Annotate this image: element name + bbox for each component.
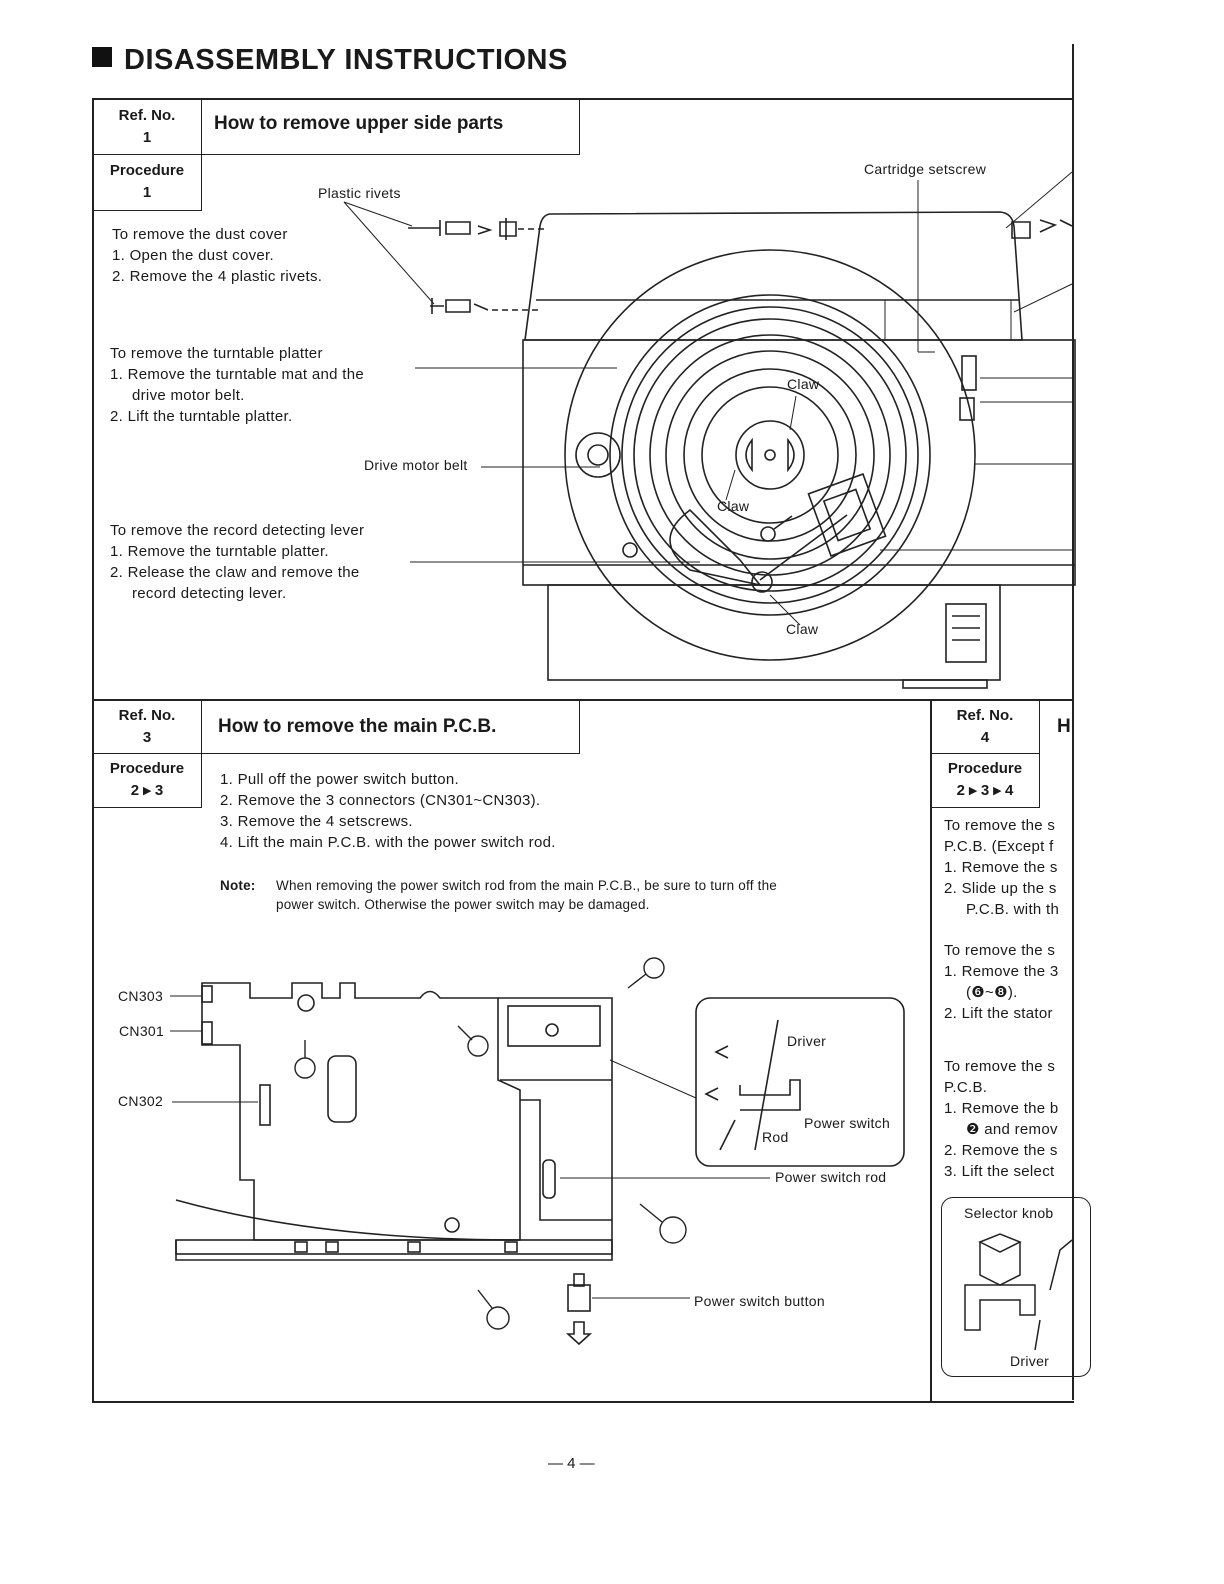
note-label: Note:: [220, 878, 256, 893]
section4-block-a: To remove the s P.C.B. (Except f 1. Remo…: [944, 817, 1060, 918]
label-drive-motor-belt: Drive motor belt: [364, 457, 468, 473]
label-driver-selector: Driver: [1010, 1353, 1050, 1369]
label-cn303: CN303: [118, 988, 164, 1004]
label-driver-inset: Driver: [787, 1033, 827, 1049]
section1-top-rule: [92, 98, 1074, 100]
section3-procedure-box: Procedure 2 ▸ 3: [92, 753, 202, 808]
section3-heading: How to remove the main P.C.B.: [218, 716, 497, 737]
selector-knob-inset: [941, 1197, 1091, 1377]
section4-block-c: To remove the s P.C.B. 1. Remove the b ❷…: [944, 1058, 1059, 1180]
section1-ref-box: Ref. No. 1: [92, 98, 202, 155]
section1-heading-box: How to remove upper side parts: [201, 98, 580, 155]
section4-heading-fragment: H: [1057, 716, 1071, 737]
label-claw-middle: Claw: [717, 498, 750, 514]
label-cartridge-setscrew: Cartridge setscrew: [864, 161, 987, 177]
section-divider-rule: [92, 699, 1074, 701]
section3-ref-box: Ref. No. 3: [92, 699, 202, 754]
label-plastic-rivets: Plastic rivets: [318, 185, 401, 201]
section-bottom-rule: [92, 1401, 1074, 1403]
label-claw-top: Claw: [787, 376, 820, 392]
label-claw-bottom: Claw: [786, 621, 819, 637]
platter-instructions: To remove the turntable platter 1. Remov…: [110, 345, 364, 425]
section1-heading: How to remove upper side parts: [214, 113, 504, 134]
right-edge-line: [1072, 44, 1074, 1400]
label-cn302: CN302: [118, 1093, 164, 1109]
label-selector-knob: Selector knob: [964, 1205, 1054, 1221]
label-power-switch-rod: Power switch rod: [775, 1169, 887, 1185]
dust-cover-instructions: To remove the dust cover 1. Open the dus…: [112, 226, 323, 285]
section4-text-clip: To remove the s P.C.B. (Except f 1. Remo…: [944, 815, 1072, 1195]
label-power-switch-button: Power switch button: [694, 1293, 825, 1309]
bullet-square-icon: [92, 47, 112, 67]
section4-block-b: To remove the s 1. Remove the 3 (❻~❽). 2…: [944, 942, 1059, 1022]
section3-steps: 1. Pull off the power switch button. 2. …: [220, 771, 556, 851]
section3-heading-box: How to remove the main P.C.B.: [201, 699, 580, 754]
label-power-switch: Power switch: [804, 1115, 891, 1131]
section1-procedure-box: Procedure 1: [92, 154, 202, 211]
section4-procedure-box: Procedure 2 ▸ 3 ▸ 4: [930, 753, 1040, 808]
section3-note: Note:When removing the power switch rod …: [220, 878, 777, 912]
page-number: — 4 —: [548, 1455, 595, 1472]
label-rod: Rod: [762, 1129, 789, 1145]
page-title: DISASSEMBLY INSTRUCTIONS: [92, 44, 568, 77]
record-lever-instructions: To remove the record detecting lever 1. …: [110, 522, 365, 602]
section4-ref-box: Ref. No. 4: [930, 699, 1040, 754]
section4-left-rule: [930, 699, 932, 1401]
label-cn301: CN301: [119, 1023, 165, 1039]
